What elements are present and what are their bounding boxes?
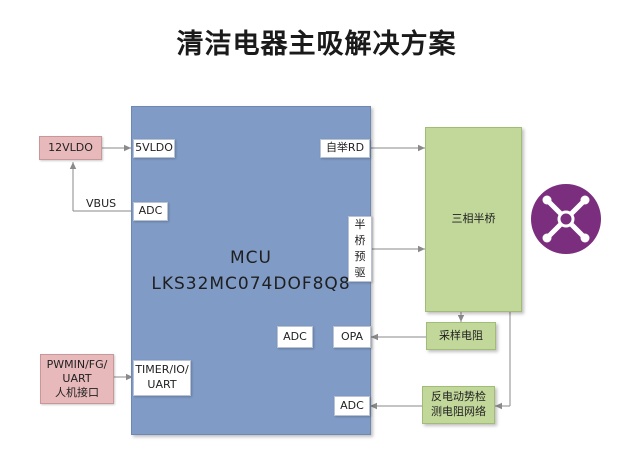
page-title: 清洁电器主吸解决方案 bbox=[176, 29, 457, 60]
predrive-char-4: 驱 bbox=[354, 265, 366, 279]
pin-opa: OPA bbox=[333, 326, 371, 348]
pwmin-line-3: 人机接口 bbox=[55, 386, 99, 400]
bemf-network-block: 反电动势检 测电阻网络 bbox=[422, 386, 495, 424]
vbus-label: VBUS bbox=[86, 197, 117, 210]
mcu-name: MCU bbox=[230, 248, 272, 268]
pwmin-line-2: UART bbox=[62, 371, 92, 385]
ldo12-block: 12VLDO bbox=[39, 136, 102, 160]
predrive-char-2: 桥 bbox=[354, 234, 366, 248]
pin-adc-vbus: ADC bbox=[133, 202, 168, 221]
pin-adc-bemf: ADC bbox=[334, 396, 370, 416]
timer-line-1: TIMER/IO/ bbox=[135, 363, 189, 377]
fan-icon bbox=[531, 184, 601, 254]
pin-5vldo: 5VLDO bbox=[133, 139, 175, 158]
bemf-line-1: 反电动势检 bbox=[431, 390, 486, 404]
bemf-line-2: 测电阻网络 bbox=[431, 405, 486, 418]
pin-timer-io-uart: TIMER/IO/ UART bbox=[133, 360, 191, 396]
pin-halfbridge-predrive: 半 桥 预 驱 bbox=[348, 216, 372, 282]
predrive-char-1: 半 bbox=[354, 218, 366, 232]
mcu-part-number: LKS32MC074DOF8Q8 bbox=[151, 274, 351, 294]
timer-line-2: UART bbox=[147, 378, 177, 391]
adc-opa-output: ADC bbox=[277, 326, 313, 348]
pwmin-line-1: PWMIN/FG/ bbox=[46, 357, 108, 371]
predrive-char-3: 预 bbox=[354, 250, 366, 263]
sampling-resistor-block: 采样电阻 bbox=[426, 322, 496, 350]
pin-zijuerd: 自举RD bbox=[320, 139, 370, 158]
three-phase-bridge-block: 三相半桥 bbox=[425, 127, 522, 312]
pwmin-interface-block: PWMIN/FG/ UART 人机接口 bbox=[40, 354, 114, 404]
